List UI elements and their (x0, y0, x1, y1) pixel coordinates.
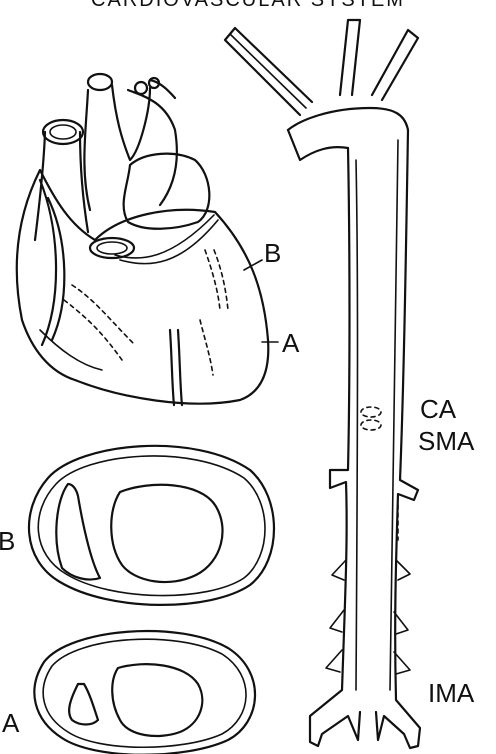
aorta-opening (88, 74, 112, 90)
brachiocephalic-inner (230, 34, 306, 108)
coronary-dashed-5 (200, 320, 213, 375)
coronary-dashed-1 (72, 285, 135, 345)
figure-title: CARDIOVASCULAR SYSTEM (91, 0, 405, 11)
label-sma: SMA (418, 426, 475, 456)
vena-cava-lumen (50, 125, 76, 139)
pulmonary-opening-1 (135, 82, 147, 94)
coronary-dashed-2 (64, 300, 122, 360)
section-label-a: A (2, 708, 20, 738)
lumbar-branch-left (330, 610, 344, 632)
sma-ostium (361, 420, 381, 430)
aorta-lumen-right (390, 140, 398, 690)
aortic-arch-outer (288, 108, 408, 130)
aortic-arch-cut (288, 130, 348, 160)
pulmonary-vein-lumen (97, 242, 127, 254)
carotid-branch-2 (372, 30, 418, 100)
pulmonary-trunk (128, 80, 177, 205)
section-a-right-ventricle (69, 684, 98, 725)
section-b-right-ventricle (56, 484, 100, 580)
coronary-dashed-4 (214, 250, 228, 310)
renal-branch-right (396, 560, 410, 580)
cross-section-b (29, 446, 274, 605)
vena-cava-opening (43, 120, 83, 144)
aortic-arch (84, 85, 150, 210)
aorta-lumen-left (356, 160, 358, 690)
celiac-ostium (361, 407, 381, 417)
label-ima: IMA (428, 678, 475, 708)
heart-drawing (17, 74, 278, 405)
carotid-branch-1 (340, 20, 360, 95)
cross-section-a (34, 631, 255, 754)
heart-label-b: B (264, 238, 281, 268)
ima-branch-left (326, 650, 342, 672)
section-b-left-ventricle (111, 485, 222, 582)
heart-label-a: A (282, 328, 300, 358)
section-label-b: B (0, 526, 15, 556)
aorta-drawing (225, 20, 420, 748)
renal-branch-left (332, 560, 346, 580)
label-ca: CA (420, 394, 457, 424)
section-a-left-ventricle (112, 664, 202, 736)
aorta-left-wall (310, 148, 360, 746)
interventricular-groove (170, 330, 182, 405)
